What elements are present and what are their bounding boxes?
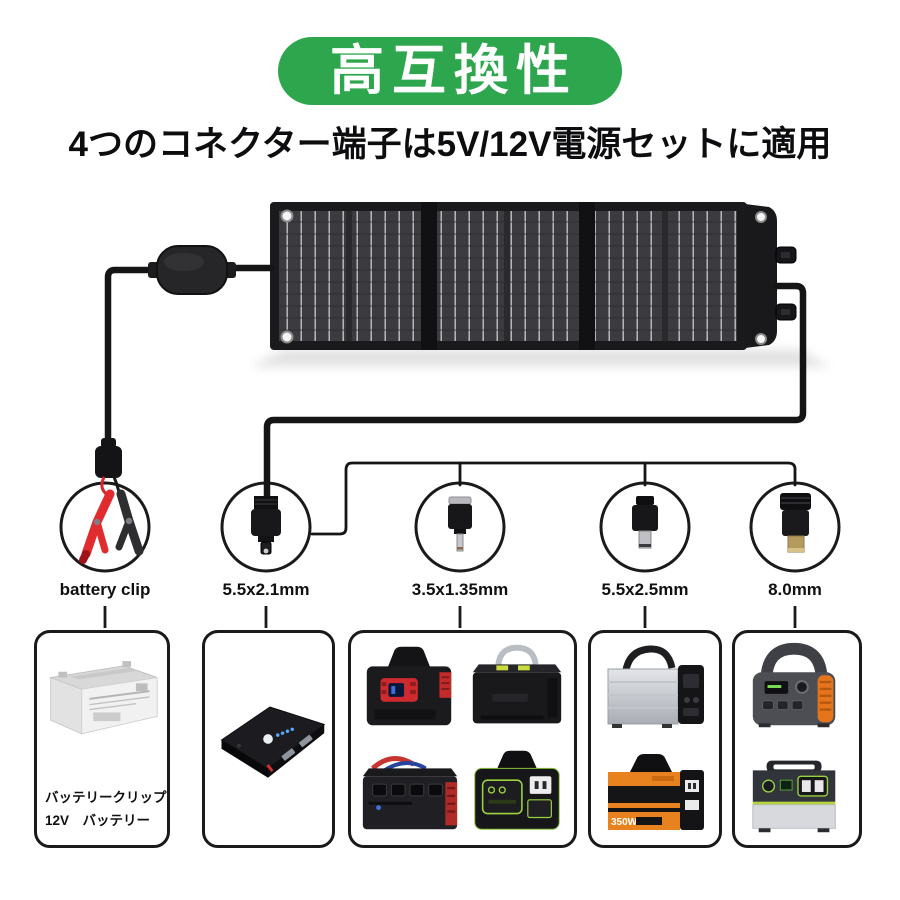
panel-hinge	[421, 202, 437, 350]
power-station-silver	[607, 645, 704, 729]
grommet-icon	[755, 211, 767, 223]
power-station-silver-handle	[472, 644, 562, 724]
usb-port	[298, 734, 313, 748]
power-button-icon	[262, 734, 273, 744]
subtitle-text: 4つのコネクター端子は5V/12V電源セットに適用	[68, 125, 832, 164]
usb-port	[281, 748, 295, 761]
lead-acid-battery-illustration	[48, 661, 158, 735]
connector-label-3513: 3.5x1.35mm	[411, 580, 509, 599]
connector-label-80: 8.0mm	[768, 580, 822, 599]
grommet-icon	[280, 209, 294, 223]
power-station-dark-silver-green	[752, 760, 836, 832]
power-station-red-black-large	[362, 756, 458, 830]
power-station-wattage-label: 350W	[611, 817, 638, 828]
battery-terminal	[58, 671, 68, 678]
device-box-power-stations-a	[348, 630, 577, 848]
device-box-power-bank	[202, 630, 335, 848]
panel-hinge	[579, 202, 595, 350]
solar-panel-illustration	[270, 202, 797, 350]
power-bank-illustration	[220, 706, 325, 778]
device-box-power-stations-b: 350W	[588, 630, 722, 848]
cables	[104, 264, 807, 536]
controller-to-clip-cable	[104, 266, 167, 450]
dc-plug-3513-icon	[448, 496, 472, 552]
panel-shadow	[250, 349, 830, 367]
panel-end-flap	[745, 204, 777, 348]
battery-caption-line1: バッテリークリップ	[45, 790, 167, 806]
banner-title: 高互換性	[330, 41, 578, 101]
grommet-icon	[280, 330, 294, 344]
battery-terminal	[122, 661, 132, 667]
adapter-bus-cable	[310, 461, 797, 536]
power-station-green-accent	[474, 750, 560, 830]
title-banner: 高互換性	[278, 37, 622, 105]
power-station-orange-350w: 350W	[608, 753, 704, 830]
dc-plug-5521-icon	[251, 496, 281, 555]
battery-caption-line2: 12V バッテリー	[45, 813, 151, 829]
battery-caption: バッテリークリップ 12V バッテリー	[45, 787, 167, 833]
dc-plug-80-icon	[780, 493, 811, 553]
power-station-red-black	[366, 646, 452, 726]
panel-output-cable	[263, 282, 807, 501]
charge-controller	[148, 245, 236, 295]
connector-label-battery-clip: battery clip	[59, 580, 151, 599]
power-station-gray-orange	[752, 643, 836, 728]
device-box-battery: バッテリークリップ 12V バッテリー	[34, 630, 170, 848]
label-ticks	[103, 606, 797, 628]
battery-clip-icon	[79, 438, 144, 564]
grommet-icon	[755, 333, 767, 345]
dc-plug-5525-icon	[632, 496, 658, 549]
connector-label-5525: 5.5x2.5mm	[601, 580, 689, 599]
device-box-power-stations-c	[732, 630, 862, 848]
connector-label-5521: 5.5x2.1mm	[222, 580, 310, 599]
